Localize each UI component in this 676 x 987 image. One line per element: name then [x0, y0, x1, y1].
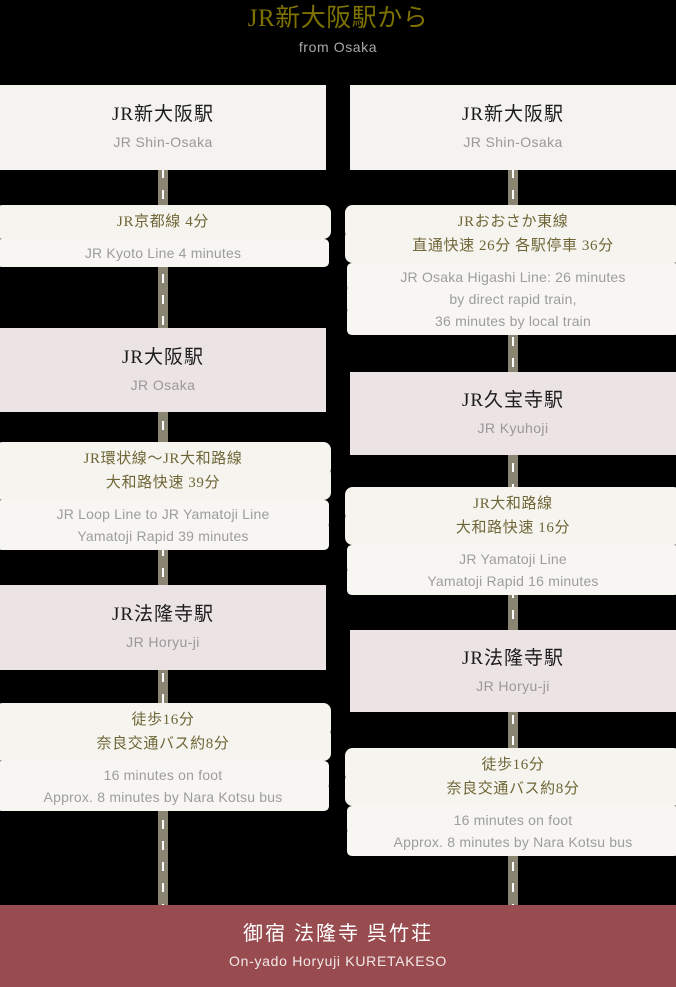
station-name-jp: JR久宝寺駅: [461, 390, 565, 411]
hotel-name-en: On-yado Horyuji KURETAKESO: [229, 953, 447, 969]
route-road-line-right: [508, 85, 518, 905]
station-name-en: JR Shin-Osaka: [463, 134, 563, 150]
station-box-right-0[interactable]: JR新大阪駅 JR Shin-Osaka: [350, 85, 676, 170]
station-name-jp: JR大阪駅: [121, 346, 205, 368]
station-name-en: JR Shin-Osaka: [113, 134, 213, 150]
route-column-left: JR新大阪駅 JR Shin-Osaka JR京都線 4分 JR Kyoto L…: [0, 85, 326, 905]
station-name-jp: JR新大阪駅: [111, 104, 215, 125]
station-name-jp: JR法隆寺駅: [111, 604, 215, 625]
hotel-name-jp: 御宿 法隆寺 呉竹荘: [243, 923, 433, 945]
station-name-jp: JR法隆寺駅: [461, 647, 565, 669]
route-road-line-left: [158, 85, 168, 905]
page-footer[interactable]: 御宿 法隆寺 呉竹荘 On-yado Horyuji KURETAKESO: [0, 905, 676, 987]
station-name-en: JR Horyu-ji: [476, 677, 550, 694]
station-box-left-0[interactable]: JR新大阪駅 JR Shin-Osaka: [0, 85, 326, 170]
station-box-left-2[interactable]: JR法隆寺駅 JR Horyu-ji: [0, 585, 326, 670]
station-name-en: JR Horyu-ji: [126, 634, 200, 650]
station-name-jp: JR新大阪駅: [461, 104, 565, 125]
page-header: JR新大阪駅から from Osaka: [0, 0, 676, 85]
page-title: JR新大阪駅から: [247, 5, 429, 32]
station-box-right-1[interactable]: JR久宝寺駅 JR Kyuhoji: [350, 372, 676, 455]
route-column-right: JR新大阪駅 JR Shin-Osaka JRおおさか東線 直通快速 26分 各…: [350, 85, 676, 905]
station-name-en: JR Kyuhoji: [477, 420, 549, 436]
station-box-right-2[interactable]: JR法隆寺駅 JR Horyu-ji: [350, 630, 676, 712]
station-box-left-1[interactable]: JR大阪駅 JR Osaka: [0, 328, 326, 412]
station-name-en: JR Osaka: [130, 376, 196, 393]
page-subtitle: from Osaka: [298, 39, 378, 55]
